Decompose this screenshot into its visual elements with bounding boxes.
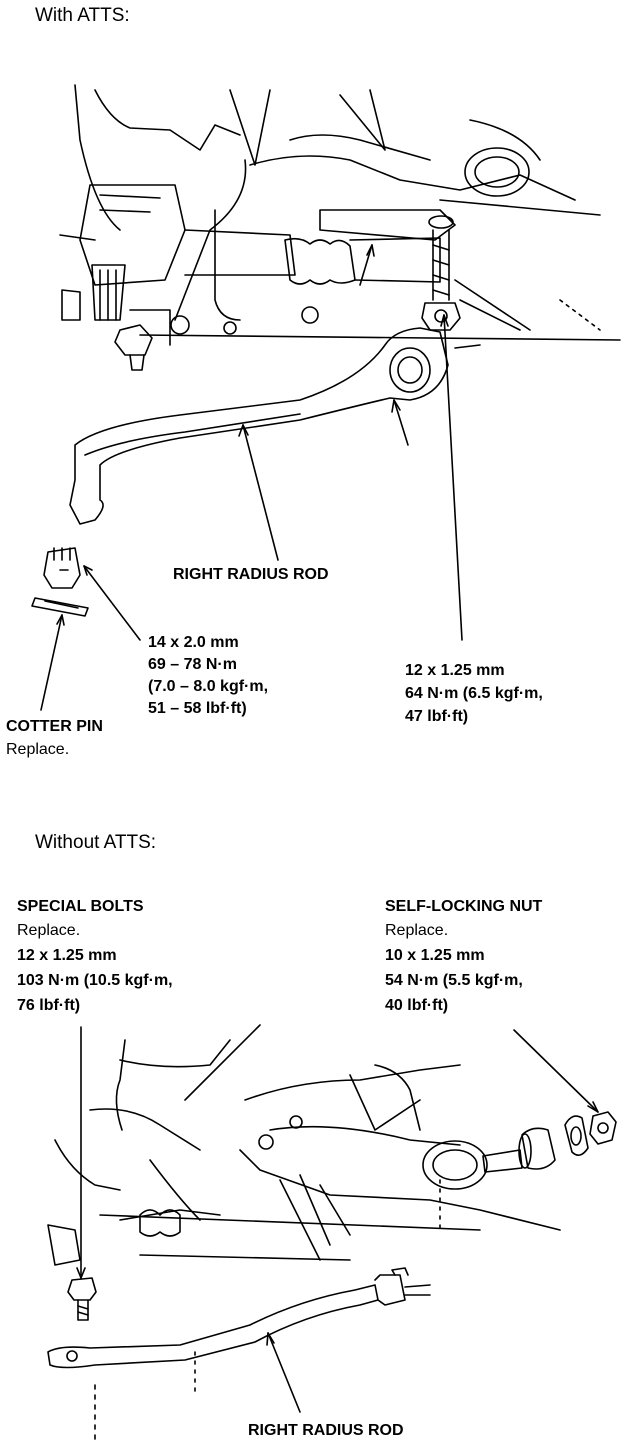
self-locking-nut-torque-lbf: 40 lbf·ft) [385,997,449,1014]
bolt-torque-nm: 64 N·m (6.5 kgf·m, [405,685,543,702]
self-locking-nut-size: 10 x 1.25 mm [385,947,485,964]
castle-nut-torque-lbf: 51 – 58 lbf·ft) [148,700,247,717]
special-bolts-name: SPECIAL BOLTS [17,898,144,915]
special-bolts-size: 12 x 1.25 mm [17,947,117,964]
bolt-torque-lbf: 47 lbf·ft) [405,708,469,725]
self-locking-nut-name: SELF-LOCKING NUT [385,898,543,915]
cotter-pin-note: Replace. [6,741,70,758]
section-title-without-atts: Without ATTS: [35,832,157,853]
special-bolts-torque-lbf: 76 lbf·ft) [17,997,81,1014]
bolt-size: 12 x 1.25 mm [405,662,505,679]
top-illustration [31,84,621,711]
label-right-radius-rod-bottom: RIGHT RADIUS ROD [248,1422,404,1439]
label-right-radius-rod-top: RIGHT RADIUS ROD [173,566,329,583]
castle-nut-size: 14 x 2.0 mm [148,634,239,651]
castle-nut-torque-kgf: (7.0 – 8.0 kgf·m, [148,678,269,695]
cotter-pin-name: COTTER PIN [6,718,103,735]
self-locking-nut-note: Replace. [385,922,449,939]
special-bolts-torque-nm: 103 N·m (10.5 kgf·m, [17,972,173,989]
castle-nut-torque-nm: 69 – 78 N·m [148,656,237,673]
special-bolts-note: Replace. [17,922,81,939]
self-locking-nut-torque-nm: 54 N·m (5.5 kgf·m, [385,972,523,989]
bottom-illustration [47,1024,617,1441]
section-title-with-atts: With ATTS: [35,5,130,26]
